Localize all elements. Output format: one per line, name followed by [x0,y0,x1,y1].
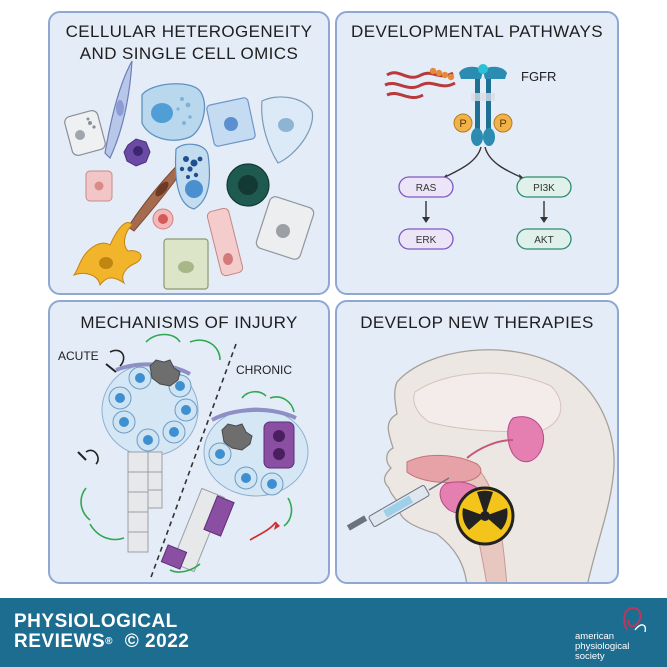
panel-title: CELLULAR HETEROGENEITY AND SINGLE CELL O… [50,21,328,65]
secretory-cell [141,83,206,141]
panel-developmental-pathways: DEVELOPMENTAL PATHWAYS FGFR P P [335,11,619,295]
basal-cell [206,207,244,277]
ras-node [398,176,454,198]
phosphate-right [493,113,513,133]
panel-mechanisms-of-injury: MECHANISMS OF INJURY ACUTE CHRONIC [48,300,330,584]
panel-title: DEVELOPMENTAL PATHWAYS [351,22,603,41]
acute-acinus [101,359,199,457]
journal-name-line-1: PHYSIOLOGICAL [14,611,178,632]
nasal-cavity [413,372,562,433]
journal-brand: PHYSIOLOGICAL REVIEWS® © 2022 [14,612,189,652]
cell-nucleus [151,103,173,123]
title-line-2: AND SINGLE CELL OMICS [79,44,299,63]
phosphate-label: P [499,118,506,130]
panel-develop-new-therapies: DEVELOP NEW THERAPIES [335,300,619,584]
aps-line-1: american [575,631,615,642]
akt-node [516,228,572,250]
arrow-to-ras [440,146,482,180]
journal-footer: PHYSIOLOGICAL REVIEWS® © 2022 american p… [0,598,667,667]
panel-title: MECHANISMS OF INJURY [80,313,298,332]
dendritic-cell [72,222,142,287]
fgfr-receptor [459,64,507,146]
damage-arrow [249,521,277,541]
gland-injury-illustration: ACUTE CHRONIC [58,333,309,581]
aps-wordmark: american physiological society [575,632,629,662]
ligand-strand [384,81,456,90]
radiation-icon [455,486,515,546]
panel-title: DEVELOP NEW THERAPIES [360,313,594,332]
heparin-chain [429,67,455,81]
cell-collage-illustration [64,60,315,290]
acute-chronic-divider [149,343,237,581]
fgfr-label: FGFR [521,69,556,84]
chronic-duct [160,487,235,573]
chronic-label: CHRONIC [236,363,292,377]
goblet-cell [174,143,211,210]
chronic-acinus [203,407,309,497]
aps-mark-icon [623,606,647,633]
ligand-strand [386,92,424,100]
erk-node [398,228,454,250]
acute-duct [127,451,163,553]
epithelial-cell [64,110,106,156]
inhibition-mark [109,349,125,367]
phosphate-left [453,113,473,133]
erk-label: ERK [416,235,437,246]
syringe [346,477,450,531]
parotid-gland [507,416,545,463]
ras-label: RAS [416,183,437,194]
journal-name-line-2: REVIEWS® © 2022 [14,632,189,652]
cell-nucleus [224,117,238,131]
title-line-1: CELLULAR HETEROGENEITY [65,22,313,41]
cell-nucleus [75,130,85,140]
cell-nucleus [116,100,124,116]
pi3k-label: PI3K [533,183,555,194]
cell-nucleus [278,118,294,132]
fgfr-signaling-diagram: FGFR P P RAS PI3K ERK AKT [384,64,572,250]
tongue [406,454,482,483]
copyright-year: © 2022 [124,631,190,652]
trademark-symbol: ® [105,636,113,647]
salivary-duct [466,439,514,459]
phosphate-label: P [459,118,466,130]
acute-label: ACUTE [58,349,99,363]
aps-line-2: physiological [575,641,630,652]
aps-line-3: society [575,651,605,662]
arrow-to-pi3k [484,146,526,180]
panel-cellular-heterogeneity: CELLULAR HETEROGENEITY AND SINGLE CELL O… [48,11,330,295]
aps-logo: american physiological society [575,604,655,662]
inhibition-mark [85,449,99,465]
journal-name-text: REVIEWS [14,631,106,652]
akt-label: AKT [534,235,553,246]
head-radiation-illustration [346,349,615,582]
regeneration-arrows [80,333,295,573]
pi3k-node [516,176,572,198]
